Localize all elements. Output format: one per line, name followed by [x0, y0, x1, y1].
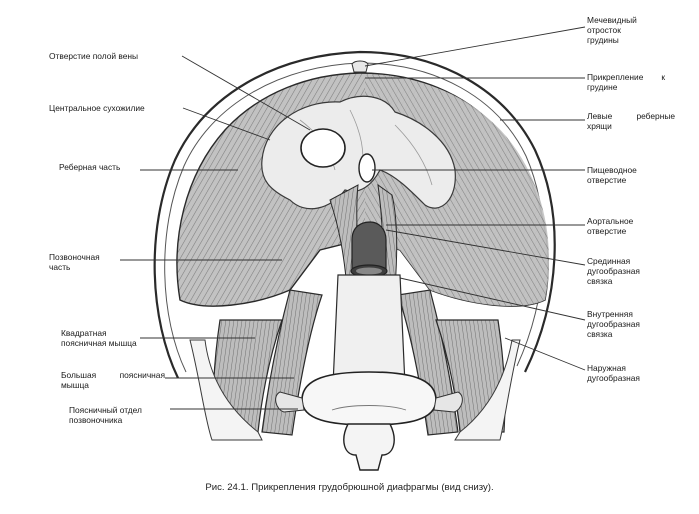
esophageal-hiatus	[358, 153, 376, 183]
right-aponeurosis	[454, 339, 521, 441]
label-lumbar-part: Позвоночная часть	[49, 252, 100, 272]
label-central-tendon: Центральное сухожилие	[49, 103, 145, 113]
label-xiphoid: Мечевидный отросток грудины	[587, 15, 637, 45]
transverse-process-left	[275, 391, 305, 413]
transverse-process-right	[433, 391, 463, 413]
xiphoid-process	[351, 60, 369, 73]
label-esophageal-hiatus: Пищеводное отверстие	[587, 165, 637, 185]
vena-cava-foramen	[300, 128, 346, 168]
label-median-arcuate-ligament: Срединная дугообразная связка	[587, 256, 640, 286]
rib-cage-outline	[153, 50, 556, 379]
left-aponeurosis	[189, 339, 263, 441]
label-left-costal-cartilages: Левые реберные хрящи	[587, 111, 675, 131]
vertebral-column	[332, 274, 406, 386]
label-psoas-major: Большая поясничная мышца	[61, 370, 165, 390]
label-aortic-hiatus: Аортальное отверстие	[587, 216, 634, 236]
label-vena-cava: Отверстие полой вены	[49, 51, 139, 61]
figure-caption: Рис. 24.1. Прикрепления грудобрюшной диа…	[205, 482, 494, 493]
central-tendon	[261, 95, 456, 210]
label-medial-arcuate-ligament: Внутренняя дугообразная связка	[587, 309, 640, 339]
label-costal-part: Реберная часть	[59, 162, 121, 172]
label-lateral-arcuate-ligament: Наружная дугообразная	[587, 363, 640, 383]
spinous-process	[343, 423, 395, 471]
label-sternal-attachment: Прикрепление к грудине	[587, 72, 665, 92]
leader-lines	[120, 26, 586, 410]
aortic-hiatus	[351, 221, 387, 271]
label-quadratus-lumborum: Квадратная поясничная мышца	[61, 328, 137, 348]
vertebral-body	[301, 371, 437, 426]
label-lumbar-spine: Поясничный отдел позвоночника	[69, 405, 142, 425]
